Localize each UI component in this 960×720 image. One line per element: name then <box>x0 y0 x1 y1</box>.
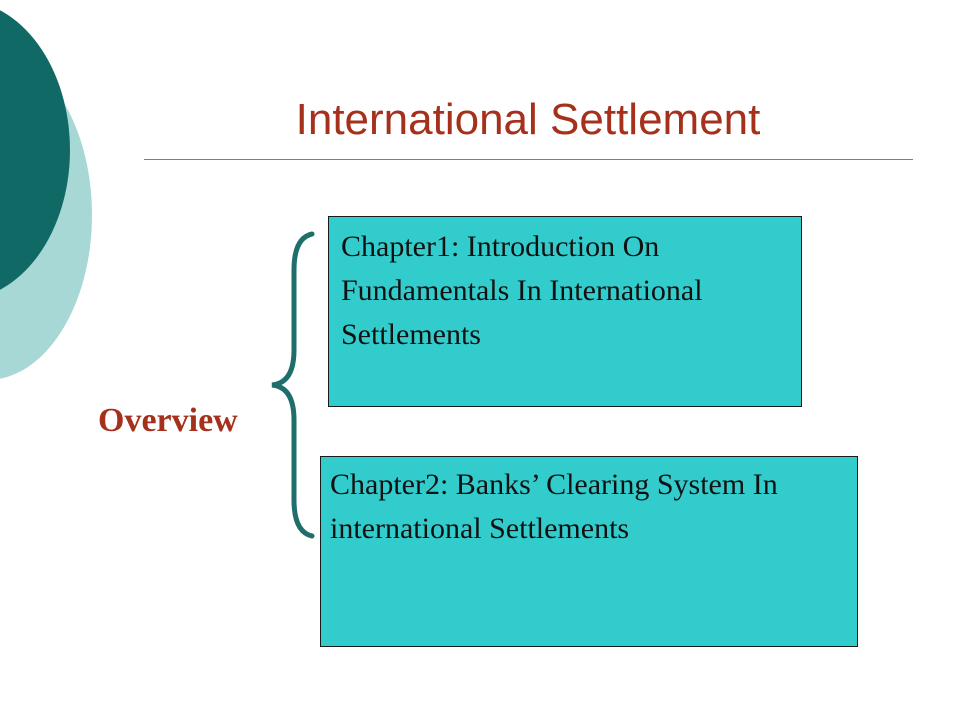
slide-title: International Settlement <box>295 95 761 144</box>
chapter-2-box: Chapter2: Banks’ Clearing System In inte… <box>320 456 858 647</box>
title-divider <box>144 159 913 160</box>
chapter-2-text: Chapter2: Banks’ Clearing System In inte… <box>330 468 778 545</box>
overview-label: Overview <box>98 402 238 439</box>
chapter-1-text: Chapter1: Introduction On Fundamentals I… <box>341 230 703 351</box>
curly-brace-icon <box>271 231 315 539</box>
chapter-1-box: Chapter1: Introduction On Fundamentals I… <box>328 216 802 407</box>
